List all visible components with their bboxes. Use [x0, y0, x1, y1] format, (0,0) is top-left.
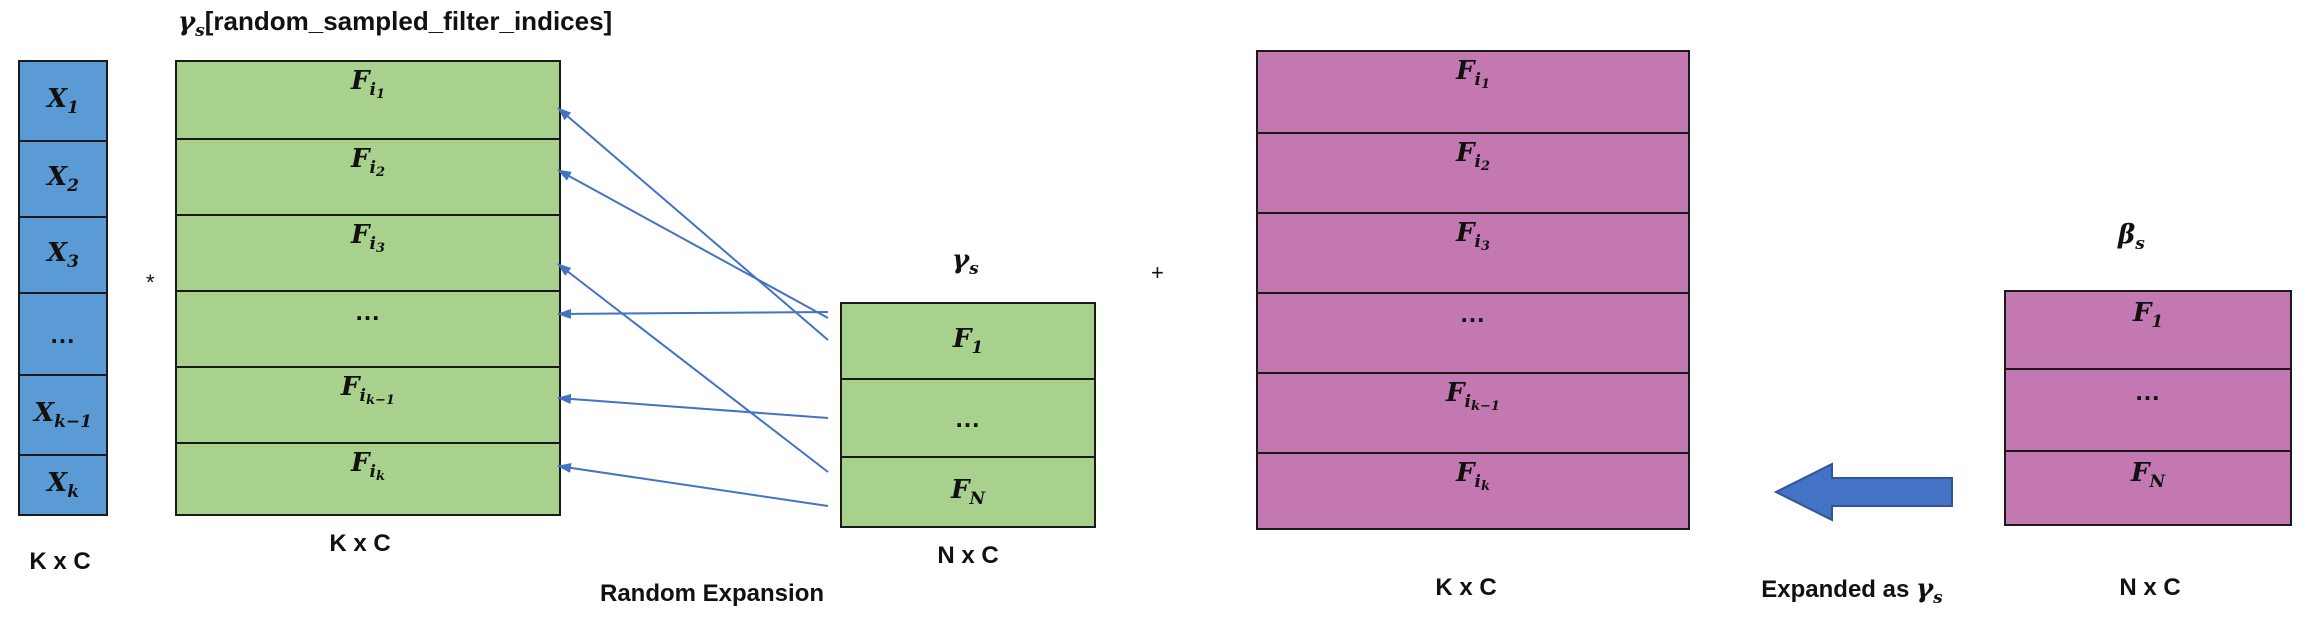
x-entry-label: X2 [46, 162, 80, 196]
gamma-column: F1 … FN [840, 302, 1096, 528]
x-entry-cell: X2 [20, 140, 106, 216]
gamma-expanded-cell: Fik [177, 442, 559, 514]
gamma-expanded-filter-label: Fi1 [351, 66, 385, 102]
beta-expanded-filter-label: Fik−1 [1446, 378, 1500, 414]
gamma-symbol: γs [178, 7, 205, 41]
expansion-arrow-line [557, 263, 829, 473]
gamma-expanded-filter-label: Fi3 [351, 220, 385, 256]
beta-cell: … [2006, 368, 2290, 450]
beta-expanded-filter-label: Fi3 [1456, 218, 1490, 254]
expansion-arrow-line [557, 308, 829, 319]
beta-column: F1 … FN [2004, 290, 2292, 526]
gamma-expanded-cell: Fik−1 [177, 366, 559, 442]
beta-expanded-filter-label: Fik [1456, 458, 1490, 494]
beta-dims-label: N x C [2119, 574, 2181, 601]
gamma-filter-label: F1 [952, 324, 984, 358]
beta-filter-label: F1 [2132, 298, 2164, 332]
title-text: [random_sampled_filter_indices] [204, 6, 613, 36]
beta-expanded-dims-label: K x C [1435, 574, 1497, 601]
gamma-cell: F1 [842, 304, 1094, 378]
beta-label: βs [2118, 220, 2145, 254]
gamma-expanded-filter-label: Fik−1 [341, 372, 395, 408]
gamma-dims-label: N x C [937, 542, 999, 569]
gamma-expanded-filter-label: Fi2 [351, 144, 385, 180]
x-entry-cell: X1 [20, 62, 106, 140]
x-entry-label: X1 [46, 84, 80, 118]
gamma-expanded-cell: … [177, 290, 559, 366]
random-expansion-connectors [557, 107, 829, 507]
ellipsis-text: … [354, 296, 382, 326]
beta-expanded-cell: Fi1 [1258, 52, 1688, 132]
x-entry-cell: … [20, 292, 106, 374]
expanded-gamma-symbol: γs [1915, 574, 1943, 608]
x-entry-label: Xk−1 [33, 398, 93, 432]
x-entry-cell: X3 [20, 216, 106, 292]
beta-expanded-filter-label: Fi2 [1456, 138, 1490, 174]
expansion-arrow-line [557, 107, 829, 341]
expansion-arrow-line [557, 393, 829, 419]
gamma-expanded-cell: Fi1 [177, 62, 559, 138]
gamma-expanded-dims-label: K x C [329, 530, 391, 557]
x-entry-label: Xk [47, 468, 79, 502]
beta-cell: F1 [2006, 292, 2290, 368]
beta-expanded-cell: Fik [1258, 452, 1688, 528]
beta-expanded-filter-label: Fi1 [1456, 56, 1490, 92]
ellipsis-text: … [2134, 376, 2162, 406]
beta-expanded-cell: Fik−1 [1258, 372, 1688, 452]
gamma-sampled-title: γs[random_sampled_filter_indices] [178, 6, 612, 41]
gamma-filter-label: FN [950, 475, 985, 509]
expand-arrow [1773, 462, 1953, 522]
beta-expanded-cell: Fi2 [1258, 132, 1688, 212]
ellipsis-text: … [1459, 298, 1487, 328]
beta-expanded-cell: Fi3 [1258, 212, 1688, 292]
multiply-operator: * [146, 270, 155, 295]
plus-operator: + [1151, 260, 1164, 285]
expanded-as-label: Expanded as γs [1761, 574, 1943, 608]
x-entry-cell: Xk [20, 454, 106, 514]
gamma-cell: FN [842, 456, 1094, 526]
x-dims-label: K x C [29, 548, 91, 575]
gamma-expanded-filter-label: Fik [351, 448, 385, 484]
expansion-arrow-line [557, 462, 829, 507]
expansion-arrow-line [557, 169, 829, 319]
ellipsis-text: … [49, 318, 77, 349]
gamma-expanded-cell: Fi3 [177, 214, 559, 290]
beta-expanded-cell: … [1258, 292, 1688, 372]
gamma-expanded-cell: Fi2 [177, 138, 559, 214]
gamma-cell: … [842, 378, 1094, 456]
ellipsis-text: … [954, 402, 982, 433]
beta-filter-label: FN [2130, 458, 2165, 492]
gamma-label: γs [952, 245, 979, 279]
beta-cell: FN [2006, 450, 2290, 524]
x-entry-label: X3 [46, 238, 80, 272]
random-expansion-label: Random Expansion [599, 580, 825, 607]
x-entry-cell: Xk−1 [20, 374, 106, 454]
